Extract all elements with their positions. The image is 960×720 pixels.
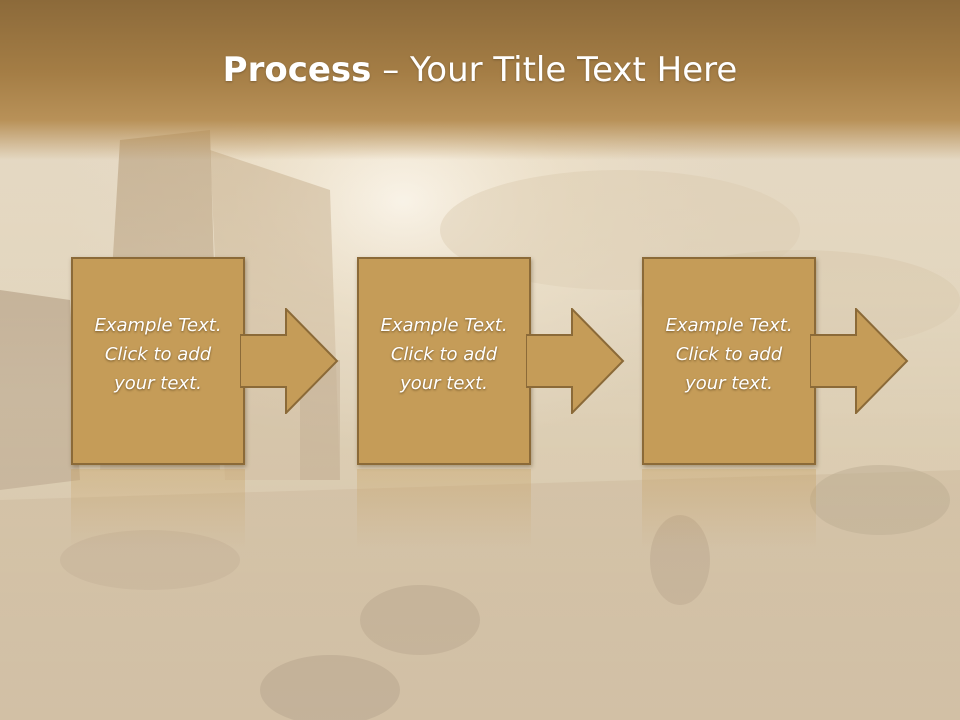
step-text-line-2: Click to add: [104, 344, 212, 365]
step-box: [71, 257, 245, 465]
step-text-line-3: your text.: [114, 373, 202, 394]
step-reflection: [642, 469, 816, 549]
step-text-line-1: Example Text.: [94, 315, 222, 336]
step-reflection: [357, 469, 531, 549]
step-reflection: [71, 469, 245, 549]
step-text-line-3: your text.: [400, 373, 488, 394]
step-text[interactable]: Example Text. Click to add your text.: [71, 311, 245, 398]
slide-title[interactable]: Process – Your Title Text Here: [0, 50, 960, 90]
arrow-right-icon: [240, 308, 339, 414]
step-text-line-1: Example Text.: [665, 315, 793, 336]
step-text-line-1: Example Text.: [380, 315, 508, 336]
arrow-right-icon: [810, 308, 909, 414]
title-band: [0, 0, 960, 160]
step-text[interactable]: Example Text. Click to add your text.: [357, 311, 531, 398]
step-text[interactable]: Example Text. Click to add your text.: [642, 311, 816, 398]
step-text-line-3: your text.: [685, 373, 773, 394]
step-box: [357, 257, 531, 465]
title-bold: Process: [222, 50, 372, 90]
step-box: [642, 257, 816, 465]
step-text-line-2: Click to add: [675, 344, 783, 365]
process-step-3[interactable]: Example Text. Click to add your text.: [642, 257, 816, 549]
process-step-1[interactable]: Example Text. Click to add your text.: [71, 257, 245, 549]
title-separator: –: [371, 50, 411, 90]
process-step-2[interactable]: Example Text. Click to add your text.: [357, 257, 531, 549]
arrow-right-icon: [526, 308, 625, 414]
step-text-line-2: Click to add: [390, 344, 498, 365]
title-rest: Your Title Text Here: [410, 50, 738, 90]
